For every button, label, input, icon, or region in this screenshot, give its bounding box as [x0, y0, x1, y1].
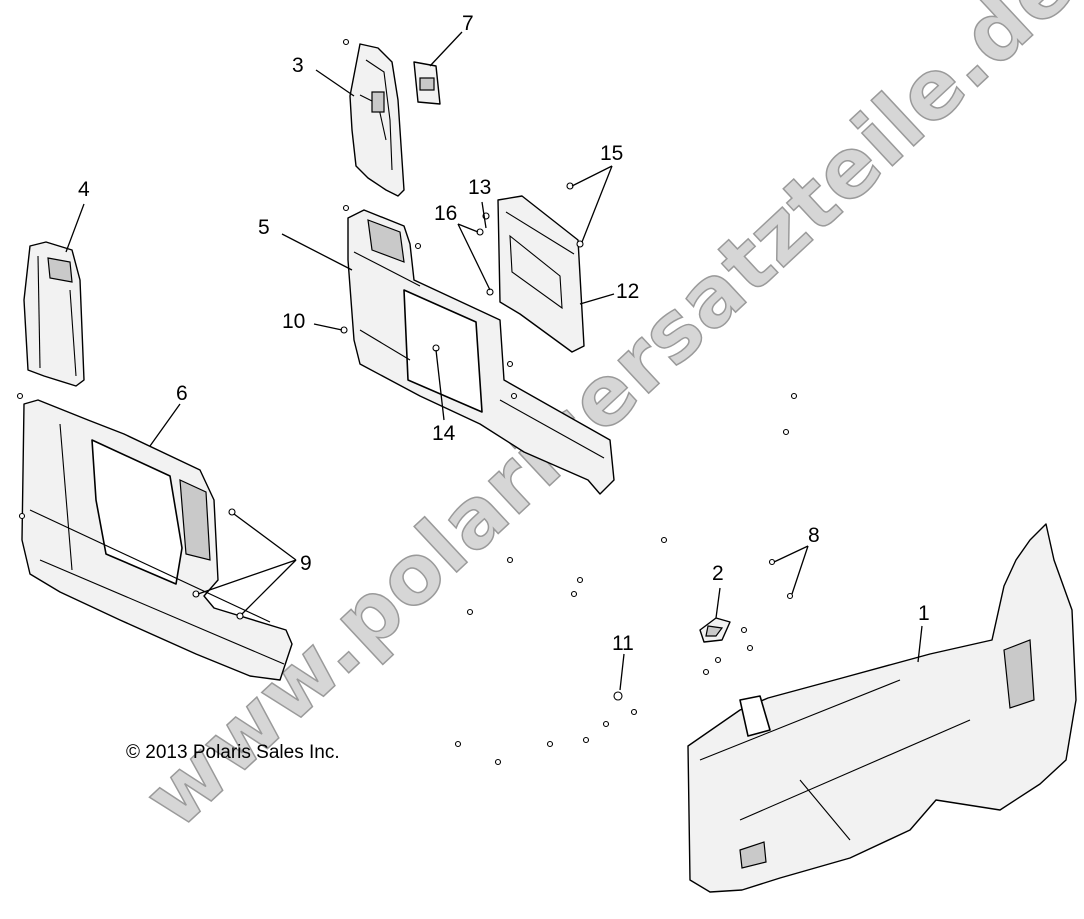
- callout-11: 11: [612, 632, 634, 655]
- callout-9: 9: [300, 552, 312, 575]
- callout-6: 6: [176, 382, 188, 405]
- callout-10: 10: [282, 310, 305, 333]
- callout-5: 5: [258, 216, 270, 239]
- callout-13: 13: [468, 176, 491, 199]
- part-3-pillar-trim: [349, 43, 405, 197]
- callout-16: 16: [434, 202, 457, 225]
- callouts: 1 2 3 4 5 6 7 8 9 10 11 12 13 14 15 16: [78, 12, 930, 655]
- callout-7: 7: [462, 12, 474, 35]
- callout-2: 2: [712, 562, 724, 585]
- part-4-left-pillar: [23, 241, 85, 387]
- callout-12: 12: [616, 280, 639, 303]
- part-6-lower-left-panel: [21, 399, 293, 681]
- part-1-main-assembly: [687, 523, 1077, 893]
- callout-8: 8: [808, 524, 820, 547]
- part-2-bracket: [699, 617, 731, 643]
- fasteners: [16, 38, 798, 766]
- callout-3: 3: [292, 54, 304, 77]
- callout-4: 4: [78, 178, 90, 201]
- callout-15: 15: [600, 142, 623, 165]
- part-12-door-panel: [497, 195, 585, 353]
- part-5-center-panel: [347, 209, 615, 495]
- copyright-text: © 2013 Polaris Sales Inc.: [126, 742, 340, 763]
- callout-14: 14: [432, 422, 456, 445]
- part-7-plate: [413, 61, 441, 105]
- callout-1: 1: [918, 602, 930, 625]
- leader-lines: [65, 31, 923, 691]
